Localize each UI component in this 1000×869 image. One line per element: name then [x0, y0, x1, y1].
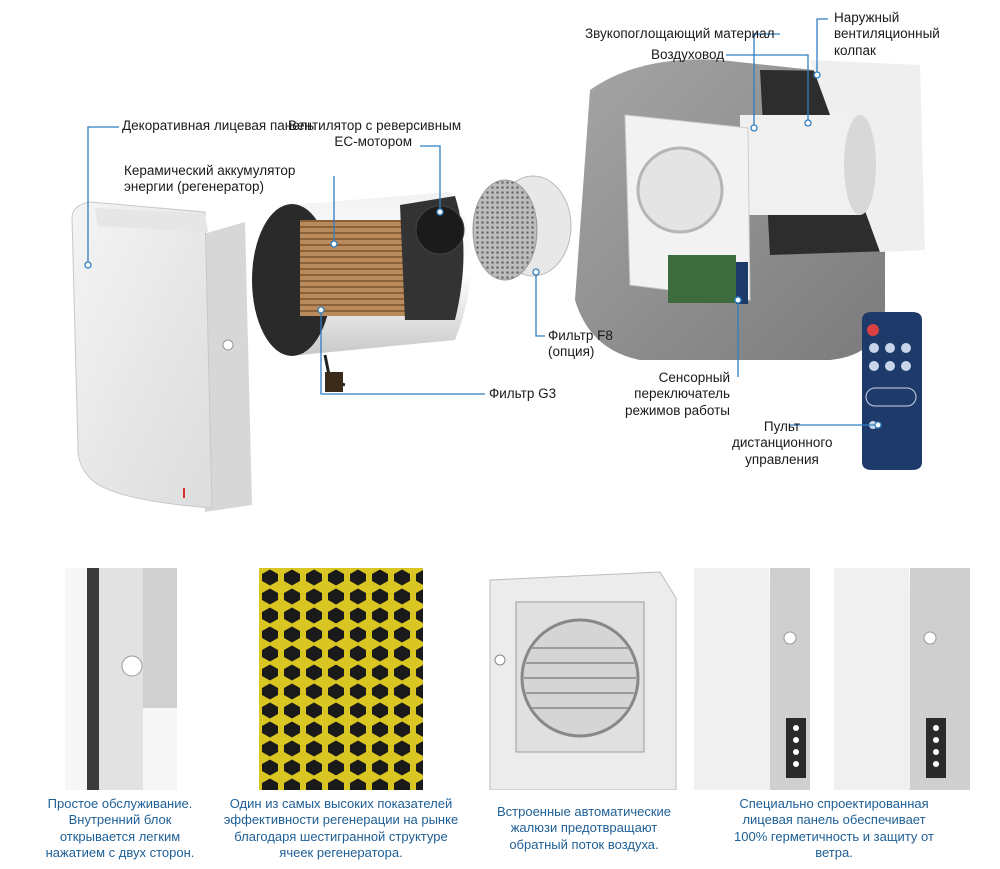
- feature-thumb-maintenance: [65, 568, 177, 790]
- caption-shutters: Встроенные автоматические жалюзи предотв…: [476, 804, 692, 853]
- callout-sensor-line3: режимов работы: [625, 402, 730, 418]
- caption-line: ветра.: [815, 845, 853, 861]
- face-panel: [71, 201, 252, 512]
- callout-sensor-line1: Сенсорный: [658, 370, 730, 385]
- power-icon: [867, 324, 879, 336]
- callout-remote-line3: управления: [745, 451, 819, 467]
- callout-fan: Вентилятор с реверсивным EC-мотором: [288, 118, 462, 151]
- feature-thumb-honeycomb: [259, 568, 423, 790]
- feature-thumb-face-panel: [694, 568, 970, 790]
- callout-fan-line2: EC-мотором: [334, 134, 412, 150]
- callout-fan-line1: Вентилятор с реверсивным: [288, 118, 462, 133]
- callout-hood-line2: вентиляционный: [834, 26, 940, 42]
- callout-remote: Пульт дистанционного управления: [732, 419, 833, 468]
- caption-line: обратный поток воздуха.: [509, 836, 659, 852]
- caption-line: благодаря шестигранной структуре: [234, 828, 448, 844]
- callout-filter-f8-line1: Фильтр F8: [548, 328, 613, 343]
- caption-maintenance: Простое обслуживание. Внутренний блок от…: [25, 796, 215, 862]
- caption-face-panel: Специально спроектированная лицевая пане…: [714, 796, 954, 862]
- callout-hood-line3: колпак: [834, 42, 876, 58]
- exploded-diagram: [71, 59, 925, 512]
- callout-hood: Наружный вентиляционный колпак: [834, 10, 940, 59]
- remote-control: [862, 312, 922, 470]
- caption-line: ячеек регенератора.: [279, 845, 403, 861]
- callout-sensor-line2: переключатель: [634, 386, 730, 402]
- play-icon: [869, 343, 879, 353]
- callout-ceramic-line1: Керамический аккумулятор: [124, 163, 296, 178]
- feature-thumb-shutters: [480, 568, 688, 790]
- filter-f8: [472, 175, 572, 281]
- callout-ceramic-line2: энергии (регенератор): [124, 179, 264, 195]
- caption-line: лицевая панель обеспечивает: [742, 812, 926, 828]
- callout-remote-line1: Пульт: [763, 419, 801, 434]
- caption-line: эффективности регенерации на рынке: [223, 812, 459, 828]
- caption-line: Простое обслуживание.: [47, 796, 193, 811]
- callout-sensor-switch: Сенсорный переключатель режимов работы: [620, 370, 730, 419]
- caption-line: жалюзи предотвращают: [510, 820, 658, 836]
- callout-filter-g3: Фильтр G3: [489, 386, 557, 401]
- callout-duct: Воздуховод: [651, 47, 725, 62]
- callout-hood-line1: Наружный: [834, 10, 900, 25]
- callout-filter-f8: Фильтр F8 (опция): [548, 328, 613, 361]
- callout-sound-material: Звукопоглощающий материал: [585, 26, 775, 41]
- caption-line: открывается легким: [59, 828, 181, 844]
- callout-remote-line2: дистанционного: [732, 435, 833, 451]
- caption-line: нажатием с двух сторон.: [45, 845, 195, 861]
- caption-regenerator: Один из самых высоких показателей эффект…: [213, 796, 469, 862]
- callout-filter-f8-line2: (опция): [548, 344, 595, 360]
- pause-icon: [885, 343, 895, 353]
- callout-ceramic: Керамический аккумулятор энергии (регене…: [124, 163, 295, 196]
- caption-line: Специально спроектированная: [739, 796, 929, 811]
- caption-line: 100% герметичность и защиту от: [734, 828, 934, 844]
- callout-face-panel: Декоративная лицевая панель: [122, 118, 315, 133]
- regenerator-unit: [252, 192, 472, 392]
- caption-line: Встроенные автоматические: [496, 804, 672, 819]
- caption-line: Один из самых высоких показателей: [229, 796, 453, 811]
- caption-line: Внутренний блок: [68, 812, 172, 828]
- wall-section: [575, 59, 925, 360]
